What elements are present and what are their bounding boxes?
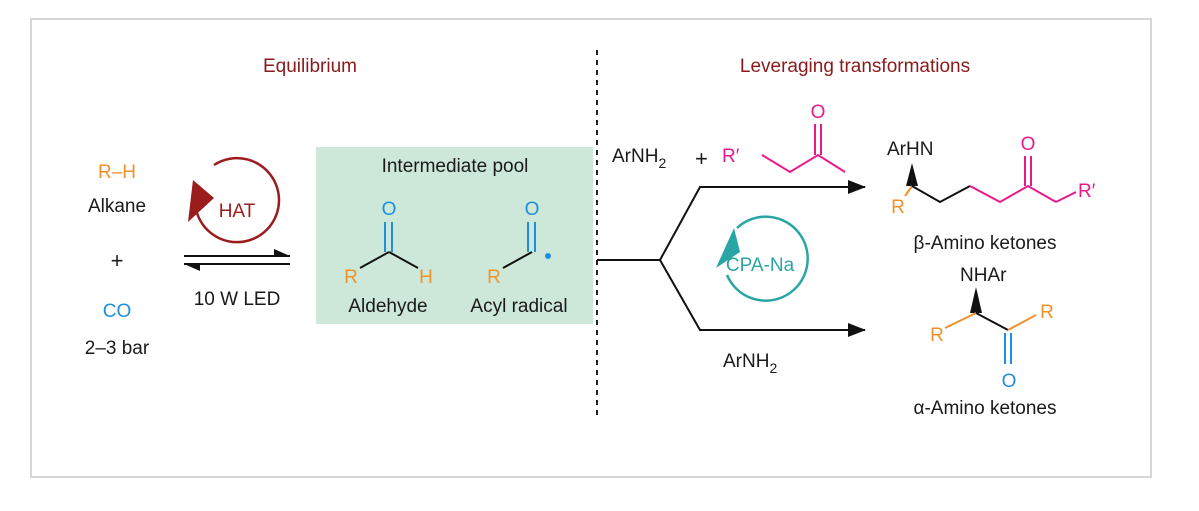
aldehyde-o: O [382, 199, 397, 220]
alpha-o: O [1002, 371, 1017, 392]
co-label: CO [103, 301, 132, 322]
aldehyde-r: R [344, 267, 358, 288]
alpha-r1: R [930, 325, 944, 346]
beta-backbone [911, 185, 971, 204]
alpha-product-label: α-Amino ketones [914, 398, 1057, 419]
hat-cycle-arrowhead [188, 180, 214, 222]
beta-r-prime: R′ [1078, 181, 1096, 202]
leveraging-header: Leveraging transformations [740, 56, 970, 77]
alpha-wedge-bond [970, 287, 982, 313]
ketone-o: O [811, 102, 826, 123]
acyl-o: O [525, 199, 540, 220]
acyl-bond [502, 251, 533, 269]
upper-amine: ArNH2 [612, 146, 666, 171]
beta-r: R [891, 197, 905, 218]
ketone-chain [761, 153, 846, 174]
cpa-na-label: CPA-Na [726, 255, 795, 276]
aldehyde-bond [359, 251, 390, 269]
acyl-label: Acyl radical [470, 296, 567, 317]
beta-o: O [1021, 134, 1036, 155]
hat-cycle-arc [195, 156, 281, 244]
alpha-backbone [975, 312, 1009, 331]
beta-arhn: ArHN [887, 139, 933, 160]
alpha-nhar: NHAr [960, 265, 1007, 286]
plus-sign: + [111, 248, 124, 273]
lower-branch-arrow [659, 259, 865, 331]
beta-wedge-bond [906, 163, 918, 186]
pool-title: Intermediate pool [382, 156, 529, 177]
aldehyde-h: H [419, 267, 433, 288]
alpha-r2: R [1040, 302, 1054, 323]
lower-amine: ArNH2 [723, 351, 777, 376]
pressure-label: 2–3 bar [85, 338, 150, 359]
upper-plus: + [695, 146, 708, 171]
upper-branch-arrow [659, 186, 865, 261]
cpa-cycle-arrowhead [716, 228, 740, 268]
rh-label: R–H [98, 162, 136, 183]
hat-label: HAT [219, 201, 256, 222]
beta-product-label: β-Amino ketones [914, 233, 1057, 254]
radical-dot [545, 253, 551, 259]
acyl-r: R [487, 267, 501, 288]
intermediate-pool-box [316, 147, 593, 324]
aldehyde-label: Aldehyde [348, 296, 427, 317]
equilibrium-header: Equilibrium [263, 56, 357, 77]
alkane-label: Alkane [88, 196, 146, 217]
cpa-cycle-arc [725, 215, 809, 302]
ketone-r-prime: R′ [722, 146, 740, 167]
led-label: 10 W LED [194, 289, 281, 310]
